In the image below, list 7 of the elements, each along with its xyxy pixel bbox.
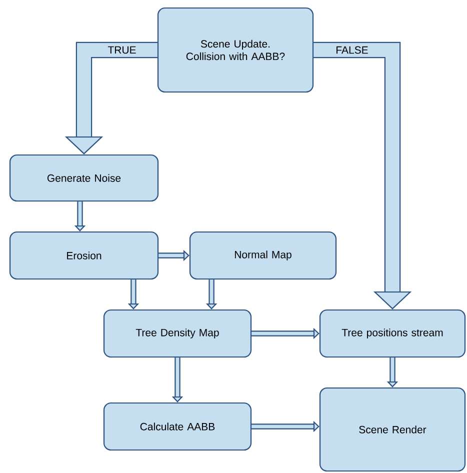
process-box: Calculate AABB bbox=[103, 402, 252, 451]
block-arrow bbox=[314, 42, 412, 310]
process-box: Scene Update. Collision with AABB? bbox=[157, 7, 314, 93]
process-box: Erosion bbox=[9, 231, 159, 280]
process-box: Tree Density Map bbox=[103, 309, 252, 358]
process-box: Normal Map bbox=[189, 231, 337, 280]
process-box: Scene Render bbox=[319, 387, 466, 472]
